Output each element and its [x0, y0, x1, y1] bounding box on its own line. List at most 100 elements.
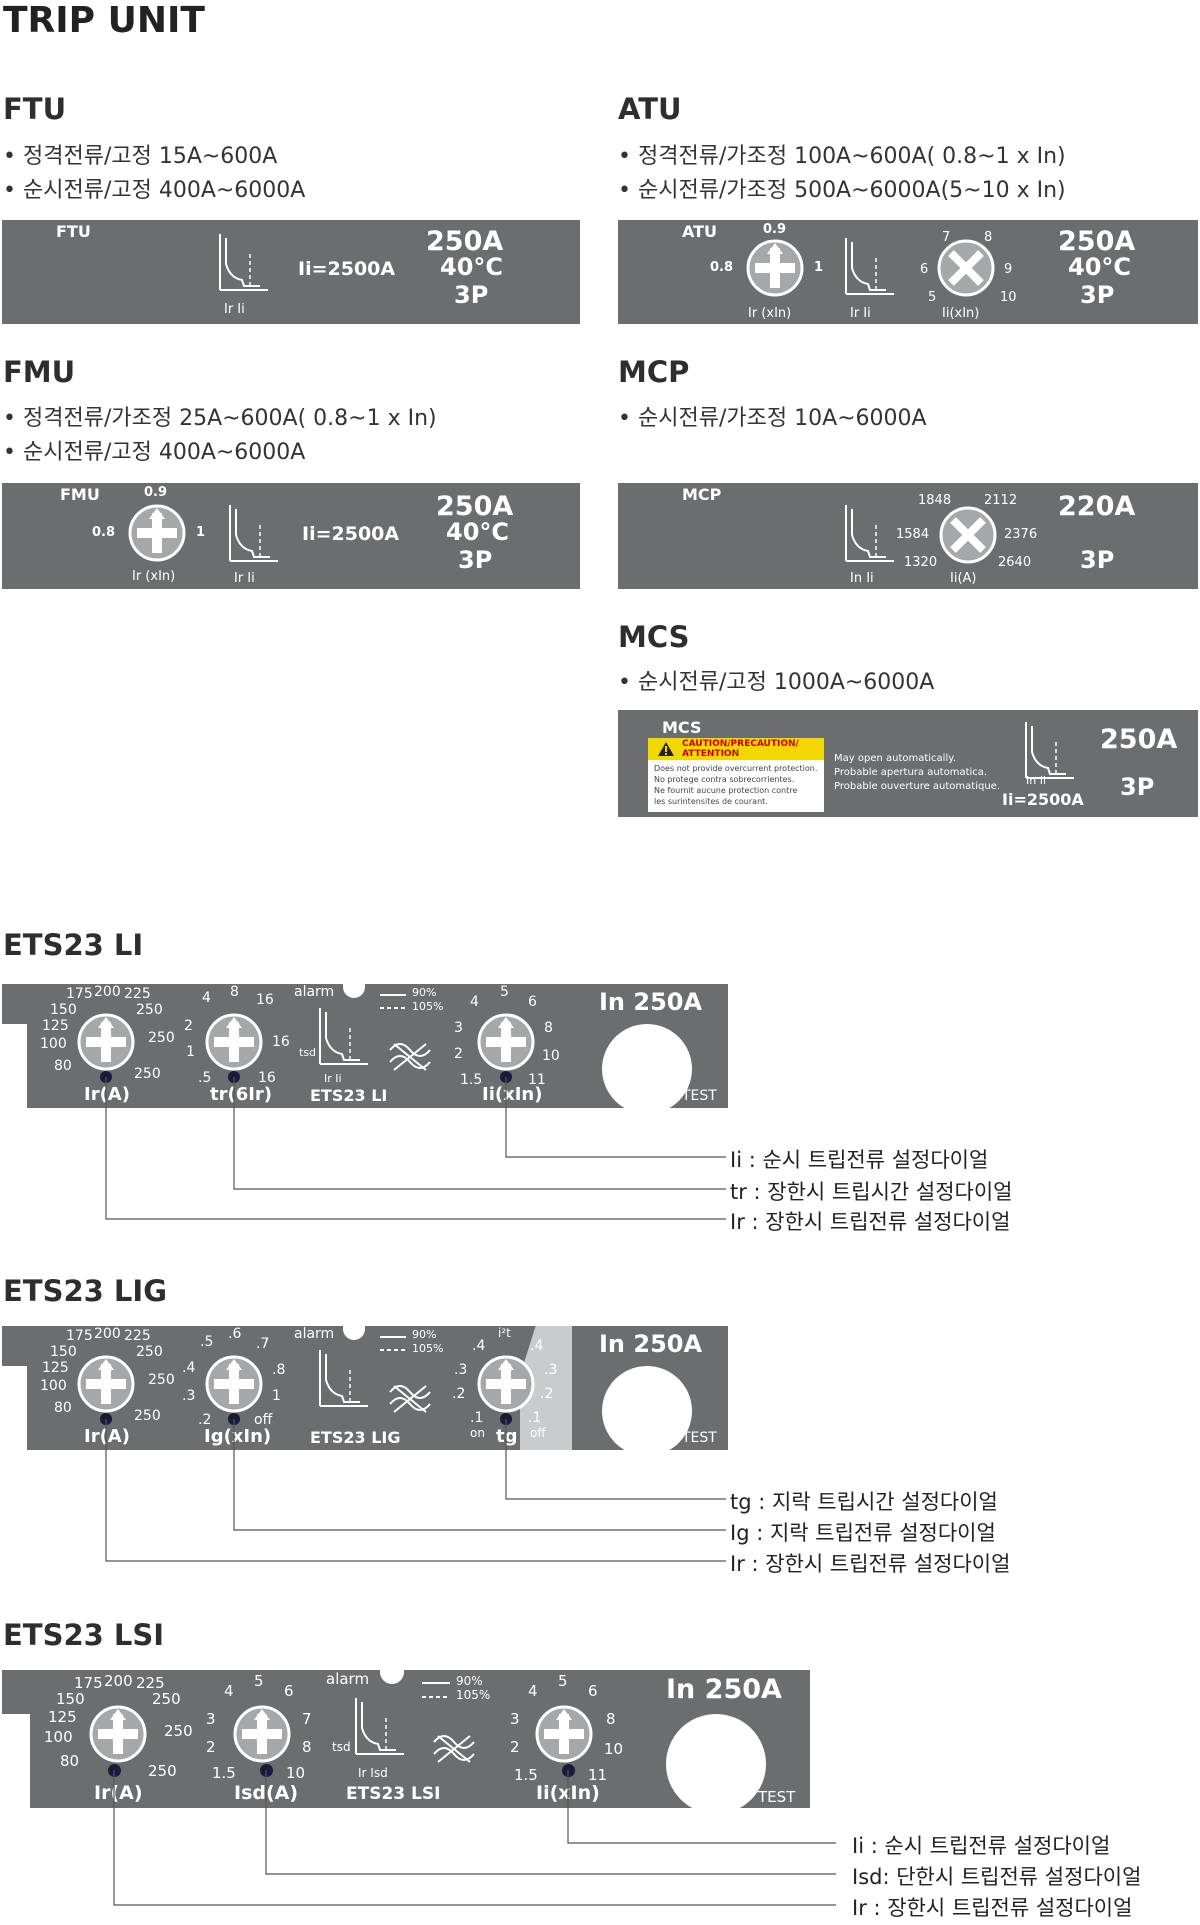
- tr-tick: 16: [272, 1034, 290, 1050]
- ig-tick: .7: [256, 1336, 270, 1352]
- mcs-rating: 250A: [1100, 724, 1178, 755]
- ir-tick: 250: [148, 1030, 175, 1046]
- ir-tick: 100: [40, 1378, 67, 1394]
- atu-ir-dial-icon[interactable]: [746, 239, 804, 297]
- ir-tick: 200: [94, 1326, 121, 1342]
- ftu-heading: FTU: [3, 92, 67, 126]
- ets-lig-desc-ig: Ig : 지락 트립전류 설정다이얼: [730, 1521, 996, 1545]
- alarm-label: alarm: [326, 1670, 370, 1688]
- plate-notch: [343, 1326, 365, 1340]
- tsd-label: tsd: [299, 1046, 317, 1059]
- ir-tick: 150: [50, 1344, 77, 1360]
- caution-text: Does not provide overcurrent protection.…: [654, 763, 817, 807]
- atu-ii-dial-icon[interactable]: [966, 268, 967, 269]
- fmu-bullet-2: 순시전류/고정 400A~6000A: [3, 434, 305, 466]
- ig-dial-icon[interactable]: [205, 1355, 263, 1413]
- trip-curve-icon: [355, 1697, 405, 1755]
- atu-heading: ATU: [618, 92, 682, 126]
- ii-tick: 10: [604, 1740, 624, 1758]
- ir-tick: 200: [94, 984, 121, 1000]
- test-button[interactable]: [666, 1714, 766, 1808]
- page-title: TRIP UNIT: [3, 0, 205, 41]
- tr-dial-icon[interactable]: [205, 1013, 263, 1071]
- ir-tick: 250: [136, 1002, 163, 1018]
- mcp-dial-tick: 2640: [998, 555, 1032, 570]
- tr-tick: 2: [184, 1018, 193, 1034]
- ir-tick: 150: [56, 1690, 85, 1708]
- ii-tick: 2: [454, 1046, 463, 1062]
- isd-tick: 1.5: [212, 1764, 236, 1782]
- tr-tick: 16: [258, 1070, 276, 1086]
- isd-dial-icon[interactable]: [233, 1705, 291, 1763]
- mcp-curve-labels: In Ii: [850, 571, 874, 586]
- ir-tick: 80: [54, 1058, 72, 1074]
- ftu-poles: 3P: [454, 281, 489, 309]
- atu-rating: 250A: [1058, 226, 1136, 257]
- ir-tick: 175: [66, 1328, 93, 1344]
- ir-dial-icon[interactable]: [77, 1355, 135, 1413]
- ii-dial-icon[interactable]: [535, 1705, 593, 1763]
- ii-tick: 5: [500, 984, 509, 1000]
- test-button[interactable]: [602, 1366, 692, 1450]
- in-rating: In 250A: [599, 988, 703, 1016]
- ii-tick: 4: [470, 994, 479, 1010]
- ii-dial-icon[interactable]: [477, 1013, 535, 1071]
- ii-tick: 11: [528, 1072, 546, 1088]
- caution-title: CAUTION/PRECAUTION/ ATTENTION: [682, 739, 799, 759]
- ets-lig-desc-ir: Ir : 장한시 트립전류 설정다이얼: [730, 1552, 1011, 1576]
- ig-tick: .6: [228, 1326, 242, 1342]
- tg-dial-icon[interactable]: [477, 1355, 535, 1413]
- ii-dial-label: Ii(xIn): [482, 1084, 543, 1105]
- mcp-ii-dial-icon[interactable]: [968, 535, 969, 536]
- isd-tick: 2: [206, 1738, 216, 1756]
- isd-tick: 6: [284, 1682, 294, 1700]
- tg-tick-right: .2: [540, 1386, 554, 1402]
- trip-curve-icon: [319, 1349, 369, 1407]
- legend-lines-icon: [380, 994, 406, 1009]
- ets-lsi-heading: ETS23 LSI: [3, 1618, 165, 1652]
- alarm-label: alarm: [294, 984, 335, 1000]
- ii-tick: 8: [606, 1710, 616, 1728]
- ir-dial-icon[interactable]: [89, 1705, 147, 1763]
- ftu-plate: FTU Ir Ii Ii=2500A 250A 40°C 3P: [2, 220, 580, 324]
- ir-tick: 200: [104, 1672, 133, 1690]
- atu-dial1-label: Ir (xIn): [748, 306, 792, 321]
- atu-dial1-tick: 0.9: [763, 222, 787, 237]
- open-line: May open automatically.: [834, 753, 956, 764]
- ir-tick: 100: [44, 1728, 73, 1746]
- in-rating: In 250A: [599, 1330, 703, 1358]
- ir-dial-icon[interactable]: [77, 1013, 135, 1071]
- isd-tick: 4: [224, 1682, 234, 1700]
- mcs-poles: 3P: [1120, 773, 1155, 801]
- tg-tick-left: on: [470, 1426, 485, 1440]
- in-rating: In 250A: [666, 1674, 782, 1705]
- tr-tick: 1: [186, 1044, 195, 1060]
- fmu-poles: 3P: [458, 546, 493, 574]
- fmu-dial-tick: 0.8: [92, 525, 116, 540]
- ir-tick: 150: [50, 1002, 77, 1018]
- ir-tick: 225: [124, 986, 151, 1002]
- test-label: TEST: [682, 1088, 717, 1104]
- ir-tick: 100: [40, 1036, 67, 1052]
- ir-dial-label: Ir(A): [84, 1426, 130, 1447]
- atu-dial2-tick: 5: [928, 290, 937, 305]
- ii-tick: 4: [528, 1682, 538, 1700]
- fmu-ir-dial-icon[interactable]: [128, 504, 186, 562]
- caution-line: les surintensites de courant.: [654, 797, 768, 806]
- ir-tick: 250: [136, 1344, 163, 1360]
- ir-tick: 125: [48, 1708, 77, 1726]
- mcp-poles: 3P: [1080, 546, 1115, 574]
- ftu-curve-labels: Ir Ii: [224, 302, 245, 317]
- tg-dial-label: tg: [496, 1426, 518, 1447]
- ftu-bullet-2: 순시전류/고정 400A~6000A: [3, 172, 305, 204]
- pct-90: 90%: [456, 1674, 483, 1688]
- ets-li-plate: 175 200 225 150 250 125 100 250 80 250 I…: [2, 984, 728, 1108]
- ets-li-heading: ETS23 LI: [3, 928, 144, 962]
- mcs-heading: MCS: [618, 620, 690, 654]
- tg-tick-right: off: [530, 1426, 546, 1440]
- tr-tick: 16: [256, 992, 274, 1008]
- pct-105: 105%: [456, 1688, 491, 1702]
- test-button[interactable]: [602, 1024, 692, 1108]
- caution-line: Does not provide overcurrent protection.: [654, 764, 818, 773]
- ir-tick: 250: [148, 1372, 175, 1388]
